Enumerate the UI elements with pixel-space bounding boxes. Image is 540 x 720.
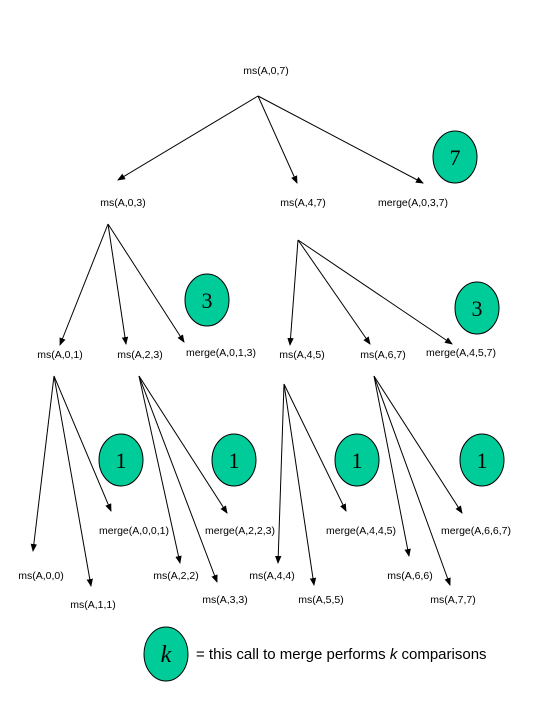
badge-1-b-label: 1 (229, 448, 240, 473)
badge-1-c: 1 (334, 433, 380, 487)
node-ms-6-6: ms(A,6,6) (387, 570, 433, 582)
node-merge-2-2-3: merge(A,2,2,3) (205, 525, 275, 537)
comparison-badges: 7 3 3 1 1 1 1 (98, 130, 505, 487)
node-ms-6-7: ms(A,6,7) (360, 349, 406, 361)
node-merge-0-0-1: merge(A,0,0,1) (99, 525, 169, 537)
node-ms-2-2: ms(A,2,2) (153, 570, 199, 582)
node-ms-4-5: ms(A,4,5) (279, 349, 325, 361)
node-ms-1-1: ms(A,1,1) (70, 599, 116, 611)
node-ms-4-4: ms(A,4,4) (249, 570, 295, 582)
badge-3-right: 3 (454, 281, 500, 335)
badge-1-b: 1 (211, 433, 257, 487)
edge-root-to-merge037 (257, 95, 424, 184)
badge-1-d: 1 (459, 433, 505, 487)
legend-text-suffix: comparisons (397, 646, 486, 663)
badge-3-left: 3 (184, 273, 230, 327)
edge-ms23-to-ms22 (138, 375, 182, 564)
edge-ms67-to-ms77 (373, 375, 451, 586)
edge-ms01-to-merge001 (53, 375, 112, 512)
edge-ms45-to-ms55 (283, 383, 317, 586)
edge-ms67-to-ms66 (373, 375, 411, 557)
node-ms-3-3: ms(A,3,3) (202, 594, 248, 606)
node-ms-0-7: ms(A,0,7) (243, 65, 289, 77)
edge-ms67-to-merge667 (373, 375, 463, 514)
edge-ms03-to-ms01 (59, 223, 109, 346)
edge-root-to-ms03 (117, 95, 259, 181)
edge-ms01-to-ms00 (30, 375, 55, 552)
badge-1-d-label: 1 (477, 448, 488, 473)
legend-text-prefix: = this call to merge performs (196, 646, 390, 663)
legend-text-var: k (390, 646, 399, 663)
edge-root-to-ms47 (257, 95, 298, 184)
node-ms-7-7: ms(A,7,7) (430, 594, 476, 606)
node-ms-4-7: ms(A,4,7) (280, 197, 326, 209)
legend: k = this call to merge performs k compar… (143, 626, 487, 682)
badge-1-a-label: 1 (116, 448, 127, 473)
tree-nodes: ms(A,0,7) ms(A,0,3) ms(A,4,7) merge(A,0,… (18, 65, 511, 611)
tree-edges (30, 95, 463, 587)
edge-ms45-to-merge445 (283, 383, 347, 512)
node-ms-0-1: ms(A,0,1) (37, 349, 83, 361)
node-ms-0-0: ms(A,0,0) (18, 570, 64, 582)
badge-1-c-label: 1 (352, 448, 363, 473)
badge-3-right-label: 3 (472, 296, 483, 321)
badge-7: 7 (432, 130, 478, 184)
legend-badge (143, 626, 189, 682)
edge-ms03-to-merge013 (107, 223, 185, 343)
node-ms-2-3: ms(A,2,3) (117, 349, 163, 361)
edge-ms47-to-merge457 (297, 239, 453, 345)
badge-1-a: 1 (98, 433, 144, 487)
node-ms-5-5: ms(A,5,5) (298, 594, 344, 606)
node-merge-0-3-7: merge(A,0,3,7) (378, 197, 448, 209)
legend-description: = this call to merge performs k comparis… (196, 646, 487, 663)
edge-ms23-to-ms33 (138, 375, 218, 583)
node-merge-0-1-3: merge(A,0,1,3) (186, 347, 256, 359)
node-merge-4-4-5: merge(A,4,4,5) (326, 525, 396, 537)
badge-7-label: 7 (450, 145, 461, 170)
edge-ms45-to-ms44 (275, 383, 285, 564)
edge-ms47-to-ms67 (297, 239, 371, 345)
node-merge-6-6-7: merge(A,6,6,7) (441, 525, 511, 537)
edge-ms01-to-ms11 (53, 375, 93, 587)
edge-ms47-to-ms45 (287, 239, 299, 346)
edge-ms23-to-merge223 (138, 375, 228, 514)
legend-symbol: k (161, 642, 172, 668)
edge-ms03-to-ms23 (107, 223, 129, 345)
badge-3-left-label: 3 (202, 288, 213, 313)
node-merge-4-5-7: merge(A,4,5,7) (426, 347, 496, 359)
node-ms-0-3: ms(A,0,3) (100, 197, 146, 209)
